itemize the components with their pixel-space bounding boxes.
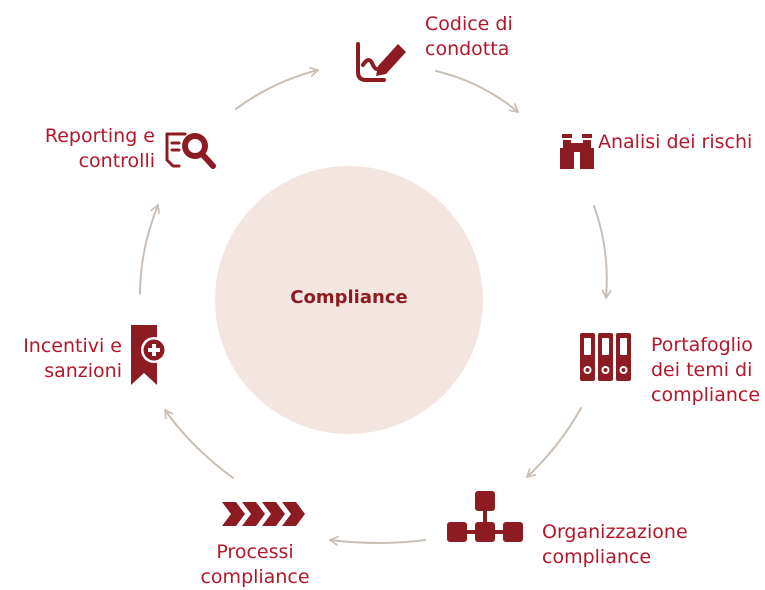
center-circle <box>215 166 483 434</box>
step-label-organizzazione: Organizzazione compliance <box>542 521 688 568</box>
signature-pen-icon <box>356 42 406 82</box>
arrow-reporting-to-codice <box>235 67 319 110</box>
document-search-icon <box>165 132 216 169</box>
arrow-incentivi-to-reporting <box>139 204 160 295</box>
org-chart-icon <box>447 491 523 542</box>
arrow-analisi-to-portafoglio <box>593 205 612 299</box>
step-label-portafoglio: Portafoglio dei temi di compliance <box>651 334 761 406</box>
process-arrows-icon <box>222 502 305 526</box>
step-label-processi: Processi compliance <box>200 541 310 588</box>
step-label-codice-di-condotta: Codice di condotta <box>425 13 513 60</box>
step-label-analisi-dei-rischi: Analisi dei rischi <box>598 131 753 153</box>
binoculars-icon <box>560 134 594 169</box>
center-label: Compliance <box>290 287 408 308</box>
binders-icon <box>580 333 631 381</box>
step-label-incentivi: Incentivi e sanzioni <box>23 335 122 382</box>
step-label-reporting: Reporting e controlli <box>44 125 155 172</box>
arrow-codice-to-analisi <box>435 70 519 113</box>
arrow-organizzazione-to-processi <box>329 535 426 546</box>
arrow-portafoglio-to-organizzazione <box>526 407 582 478</box>
bookmark-plus-icon <box>131 325 167 385</box>
arrow-processi-to-incentivi <box>164 409 234 479</box>
